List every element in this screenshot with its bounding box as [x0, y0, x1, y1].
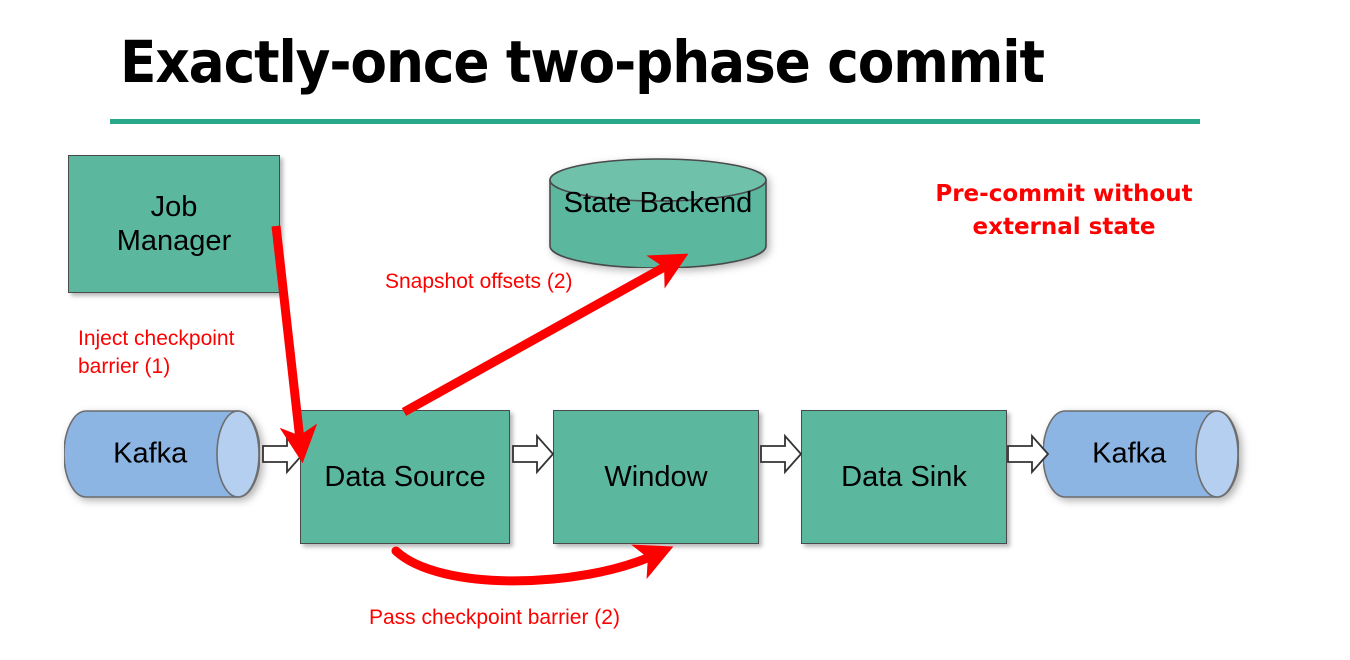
node-data-source-label: Data Source [324, 460, 486, 493]
flow-arrow-sink-to-kafka [1006, 432, 1050, 476]
node-data-source[interactable]: Data Source [300, 410, 510, 544]
annotation-pass-barrier: Pass checkpoint barrier (2) [369, 606, 620, 629]
flow-arrow-kafka-to-source [261, 432, 305, 476]
node-job-manager[interactable]: Job Manager [68, 155, 280, 293]
page-title: Exactly-once two-phase commit [120, 28, 1045, 96]
node-window-label: Window [604, 460, 708, 493]
red-arrow-pass-barrier [391, 544, 674, 586]
annotation-snapshot-offsets: Snapshot offsets (2) [385, 270, 573, 293]
node-state-backend[interactable]: State Backend [549, 158, 767, 268]
annotation-pre-commit: Pre-commit without external state [935, 181, 1193, 241]
node-window[interactable]: Window [553, 410, 759, 544]
cylinder-shape [1043, 410, 1239, 498]
flow-arrow-window-to-sink [759, 432, 803, 476]
node-kafka-sink[interactable]: Kafka [1043, 410, 1239, 498]
node-job-manager-label: Job Manager [116, 190, 232, 257]
annotation-inject-barrier: Inject checkpoint barrier (1) [78, 327, 235, 379]
title-divider [110, 119, 1200, 124]
node-data-sink-label: Data Sink [841, 460, 967, 493]
flow-arrow-source-to-window [511, 432, 555, 476]
cylinder-shape [549, 158, 767, 268]
node-data-sink[interactable]: Data Sink [801, 410, 1007, 544]
node-kafka-source[interactable]: Kafka [64, 410, 260, 498]
cylinder-shape [64, 410, 260, 498]
